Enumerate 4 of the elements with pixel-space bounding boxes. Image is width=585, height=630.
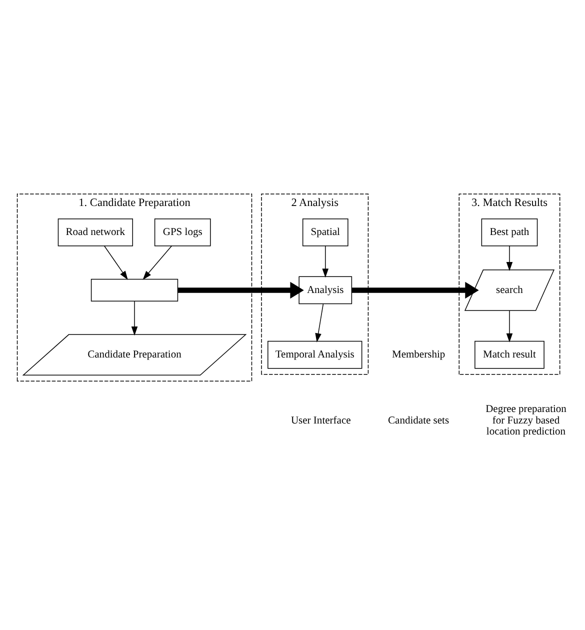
label: Degree preparation for Fuzzy based location prediction xyxy=(486,404,566,438)
label: Membership xyxy=(392,350,446,361)
label: Candidate sets xyxy=(388,415,450,426)
label: User Interface xyxy=(290,415,351,426)
